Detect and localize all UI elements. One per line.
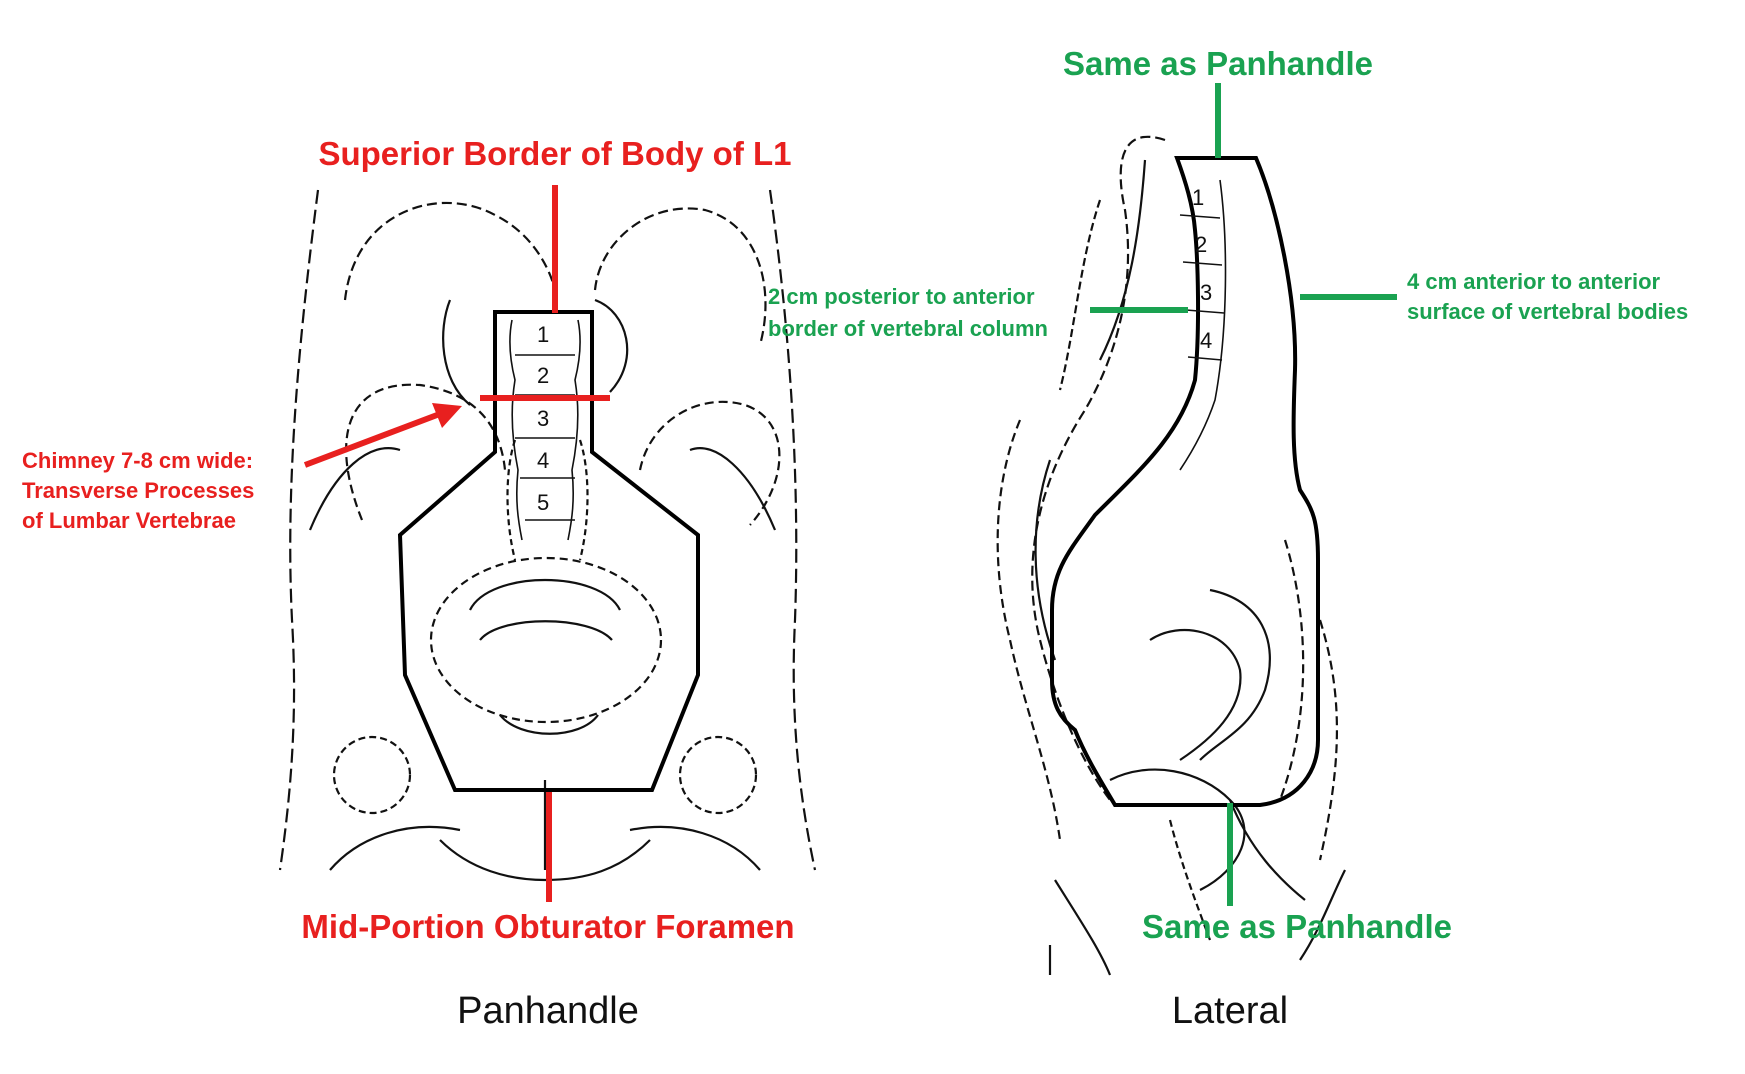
panhandle-vertebra-3: 3	[537, 406, 549, 431]
lateral-vertebra-2: 2	[1195, 232, 1207, 257]
panhandle-anatomy-sketch	[280, 190, 815, 880]
anterior-border-label-line-2: surface of vertebral bodies	[1407, 297, 1688, 327]
chimney-arrow-shaft	[305, 412, 445, 465]
lateral-inferior-label: Same as Panhandle	[1142, 906, 1452, 947]
panhandle-vertebra-5: 5	[537, 490, 549, 515]
panhandle-vertebra-4: 4	[537, 448, 549, 473]
panhandle-caption: Panhandle	[457, 990, 639, 1033]
lateral-superior-label: Same as Panhandle	[1063, 43, 1373, 84]
chimney-label: Chimney 7-8 cm wide: Transverse Processe…	[22, 446, 254, 536]
lateral-anatomy-sketch	[998, 137, 1345, 975]
lateral-vertebra-1: 1	[1192, 185, 1204, 210]
inferior-border-label: Mid-Portion Obturator Foramen	[301, 906, 794, 947]
anterior-border-label-line-1: 4 cm anterior to anterior	[1407, 267, 1688, 297]
panhandle-vertebra-1: 1	[537, 322, 549, 347]
lateral-field-outline	[1052, 158, 1318, 805]
posterior-border-label: 2 cm posterior to anterior border of ver…	[768, 281, 1048, 345]
lateral-caption: Lateral	[1172, 990, 1288, 1033]
posterior-border-label-line-2: border of vertebral column	[768, 313, 1048, 345]
lateral-vertebra-numbers: 1 2 3 4	[1192, 185, 1212, 353]
panhandle-markers	[305, 185, 610, 902]
panhandle-vertebra-2: 2	[537, 363, 549, 388]
chimney-label-line-3: of Lumbar Vertebrae	[22, 506, 254, 536]
superior-border-label: Superior Border of Body of L1	[318, 133, 791, 174]
lateral-vertebra-3: 3	[1200, 280, 1212, 305]
panhandle-vertebra-numbers: 1 2 3 4 5	[537, 322, 549, 515]
posterior-border-label-line-1: 2 cm posterior to anterior	[768, 281, 1048, 313]
lateral-vertebrae	[1180, 180, 1225, 470]
lateral-markers	[1090, 83, 1397, 906]
chimney-label-line-2: Transverse Processes	[22, 476, 254, 506]
chimney-label-line-1: Chimney 7-8 cm wide:	[22, 446, 254, 476]
lateral-vertebra-4: 4	[1200, 328, 1212, 353]
anterior-border-label: 4 cm anterior to anterior surface of ver…	[1407, 267, 1688, 327]
